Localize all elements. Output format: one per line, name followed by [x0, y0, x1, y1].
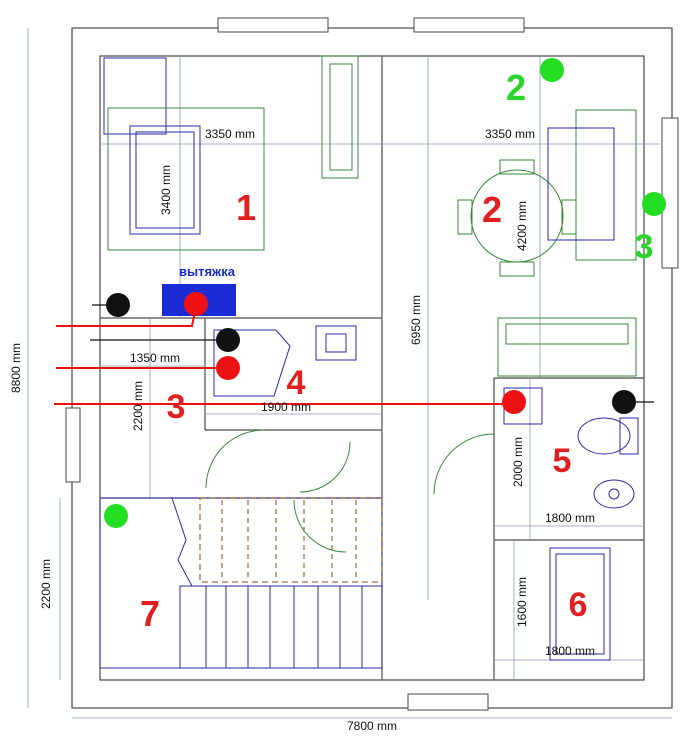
bed — [129, 125, 201, 235]
window-right — [661, 117, 679, 269]
window-top-right — [413, 17, 525, 33]
dim-1350: 1350 mm — [130, 351, 180, 365]
bedroom-dresser-inner — [329, 63, 353, 171]
window-left — [65, 407, 81, 483]
sofa-right — [575, 109, 637, 261]
dim-2000: 2000 mm — [511, 437, 525, 487]
marker-number-2-green: 2 — [506, 67, 526, 108]
marker-number-3-red: 3 — [167, 388, 186, 426]
chair-bottom — [499, 261, 535, 277]
washbasin — [593, 479, 635, 509]
stove-burner — [325, 333, 347, 353]
dim-2200-stair: 2200 mm — [39, 559, 53, 609]
wardrobe — [103, 57, 167, 135]
shower-fixtures — [549, 547, 611, 661]
window-top-left — [217, 17, 329, 33]
dim-overall-height: 8800 mm — [9, 343, 23, 393]
bedroom-furniture — [103, 55, 359, 251]
dim-1800-bottom: 1800 mm — [545, 644, 595, 658]
bedroom-dresser — [321, 55, 359, 179]
shower-tray-inner — [555, 553, 605, 655]
green-marker — [540, 58, 564, 82]
pipes — [54, 305, 514, 405]
dim-1600: 1600 mm — [515, 577, 529, 627]
red-marker — [216, 356, 240, 380]
toilet — [577, 417, 631, 455]
kitchen-sink — [213, 329, 291, 397]
bed-inner — [135, 131, 195, 229]
room-number-4: 4 — [287, 364, 306, 402]
toilet-tank — [619, 417, 639, 455]
red-marker — [502, 390, 526, 414]
stair-break-line — [171, 497, 193, 587]
dim-overall-width: 7800 mm — [347, 719, 397, 733]
dim-1800-top: 1800 mm — [545, 511, 595, 525]
room-number-7: 7 — [140, 593, 160, 634]
dim-2200-mid: 2200 mm — [131, 381, 145, 431]
sofa-bottom — [497, 317, 637, 377]
dim-6950: 6950 mm — [409, 295, 423, 345]
doors — [205, 429, 495, 553]
dim-3350-right: 3350 mm — [485, 127, 535, 141]
markers — [104, 58, 666, 528]
marker-number-3-green: 3 — [635, 228, 654, 266]
washbasin-drain — [608, 488, 620, 500]
room-number-5: 5 — [553, 442, 572, 480]
window-bottom — [407, 693, 489, 711]
chair-top — [499, 159, 535, 175]
dim-4200: 4200 mm — [515, 201, 529, 251]
door-stair — [293, 499, 347, 553]
green-marker — [104, 504, 128, 528]
staircase — [99, 497, 383, 669]
dim-1900: 1900 mm — [261, 400, 311, 414]
green-marker — [642, 192, 666, 216]
room-number-2: 2 — [482, 189, 502, 230]
windows — [65, 17, 679, 711]
room-number-6: 6 — [569, 586, 588, 624]
chair-left — [457, 199, 473, 235]
black-marker — [106, 293, 130, 317]
door-bath — [433, 433, 495, 495]
kitchen-fixtures — [213, 325, 357, 397]
chair-right — [561, 199, 577, 235]
dim-3400: 3400 mm — [159, 165, 173, 215]
sofa-bottom-back — [505, 323, 629, 345]
stair-flight-upper — [199, 497, 383, 583]
stove — [315, 325, 357, 361]
door-kitchen — [299, 441, 351, 493]
door-hall — [205, 429, 265, 489]
dim-3350-left: 3350 mm — [205, 127, 255, 141]
room-number-1: 1 — [236, 187, 256, 228]
black-marker — [216, 328, 240, 352]
red-marker — [184, 292, 208, 316]
sofa-seat — [547, 127, 615, 241]
shower-tray — [549, 547, 611, 661]
hood-label: вытяжка — [179, 264, 236, 279]
living-furniture — [457, 109, 637, 377]
bed-rug — [107, 107, 265, 251]
stair-flight-lower — [179, 585, 383, 669]
black-marker — [612, 390, 636, 414]
